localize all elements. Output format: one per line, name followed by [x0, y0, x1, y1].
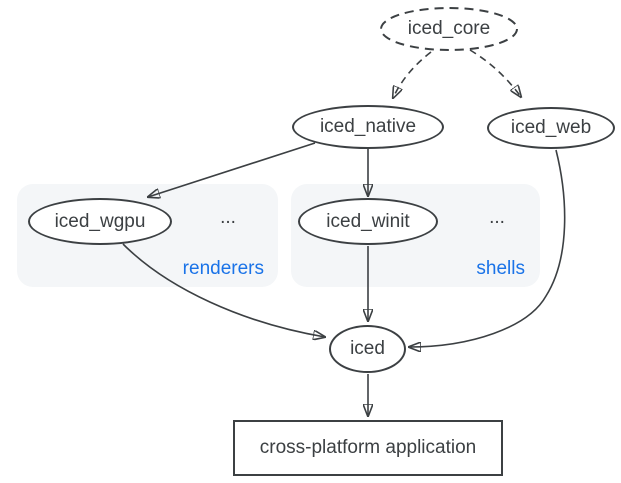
node-cross-platform-application-label: cross-platform application: [259, 437, 477, 458]
edge-iced-web-to-iced: [409, 149, 566, 347]
node-iced-core: iced_core: [380, 7, 518, 51]
edge-iced-core-to-iced-native: [393, 51, 432, 98]
node-iced-core-label: iced_core: [407, 18, 491, 39]
node-iced-native: iced_native: [292, 105, 444, 149]
node-iced-web: iced_web: [487, 107, 615, 149]
edge-iced-wgpu-to-iced: [122, 243, 325, 337]
node-iced-winit-label: iced_winit: [326, 210, 410, 232]
node-cross-platform-application: cross-platform application: [233, 420, 503, 476]
renderers-group-label: renderers: [182, 258, 264, 279]
iced-core-dashed-outline: [380, 7, 518, 51]
shells-group-label: shells: [476, 258, 525, 279]
renderers-ellipsis: ...: [220, 207, 236, 228]
node-iced-label: iced: [350, 338, 385, 359]
edge-iced-native-to-iced-wgpu: [148, 142, 316, 197]
node-iced-native-label: iced_native: [319, 116, 417, 137]
node-iced-winit: iced_winit: [298, 198, 438, 245]
node-iced: iced: [329, 325, 406, 373]
edge-iced-core-to-iced-web: [469, 49, 521, 97]
node-iced-web-label: iced_web: [510, 117, 592, 138]
node-iced-wgpu: iced_wgpu: [28, 198, 172, 245]
shells-ellipsis: ...: [489, 207, 505, 228]
node-iced-wgpu-label: iced_wgpu: [54, 210, 146, 232]
